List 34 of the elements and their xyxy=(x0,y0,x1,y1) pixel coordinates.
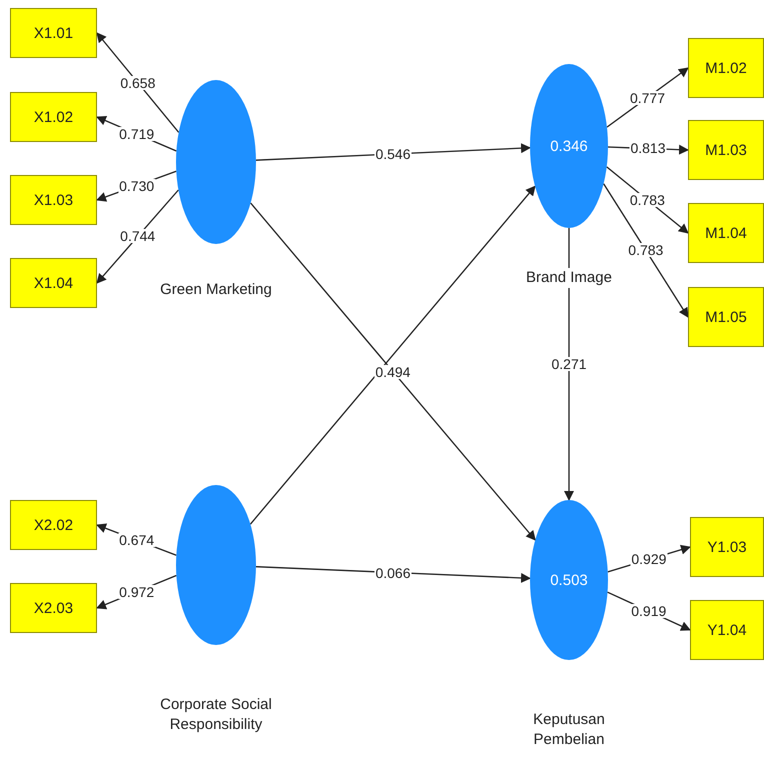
edge-label: 0.546 xyxy=(374,146,412,161)
indicator-box: M1.04 xyxy=(688,203,764,263)
arrow xyxy=(603,183,689,318)
arrow xyxy=(564,228,574,501)
edge-label: 0.719 xyxy=(118,127,156,141)
r-squared-value: 0.503 xyxy=(550,572,588,588)
edge-label: 0.919 xyxy=(630,604,668,618)
edge-label: 0.813 xyxy=(629,141,666,156)
edge-label: 0.658 xyxy=(119,76,156,90)
r-squared-value: 0.346 xyxy=(550,138,588,154)
edge-label: 0.783 xyxy=(628,192,666,207)
construct-label: Green Marketing xyxy=(160,280,272,300)
indicator-box: X2.02 xyxy=(10,500,97,550)
edge-label: 0.674 xyxy=(118,533,156,548)
edge-label: 0.271 xyxy=(550,357,588,371)
construct-label: Brand Image xyxy=(526,268,612,288)
edge-label: 0.494 xyxy=(374,364,412,378)
edge-label: 0.929 xyxy=(630,552,668,566)
indicator-box: M1.02 xyxy=(688,38,764,98)
indicator-box: X1.03 xyxy=(10,175,97,225)
edge-label: 0.730 xyxy=(118,178,156,193)
indicator-box: M1.05 xyxy=(688,287,764,347)
indicator-box: X1.02 xyxy=(10,92,97,142)
indicator-box: X1.04 xyxy=(10,258,97,308)
edge-label: 0.972 xyxy=(118,584,156,599)
indicator-box: X2.03 xyxy=(10,583,97,633)
edge-label: 0.783 xyxy=(627,243,664,258)
indicator-box: Y1.03 xyxy=(690,517,764,577)
indicator-box: X1.01 xyxy=(10,8,97,58)
indicator-box: Y1.04 xyxy=(690,600,764,660)
indicator-box: M1.03 xyxy=(688,120,764,180)
edge-label: 0.744 xyxy=(119,229,156,244)
edge-label: 0.777 xyxy=(628,90,666,105)
edge-label: 0.066 xyxy=(374,566,412,580)
